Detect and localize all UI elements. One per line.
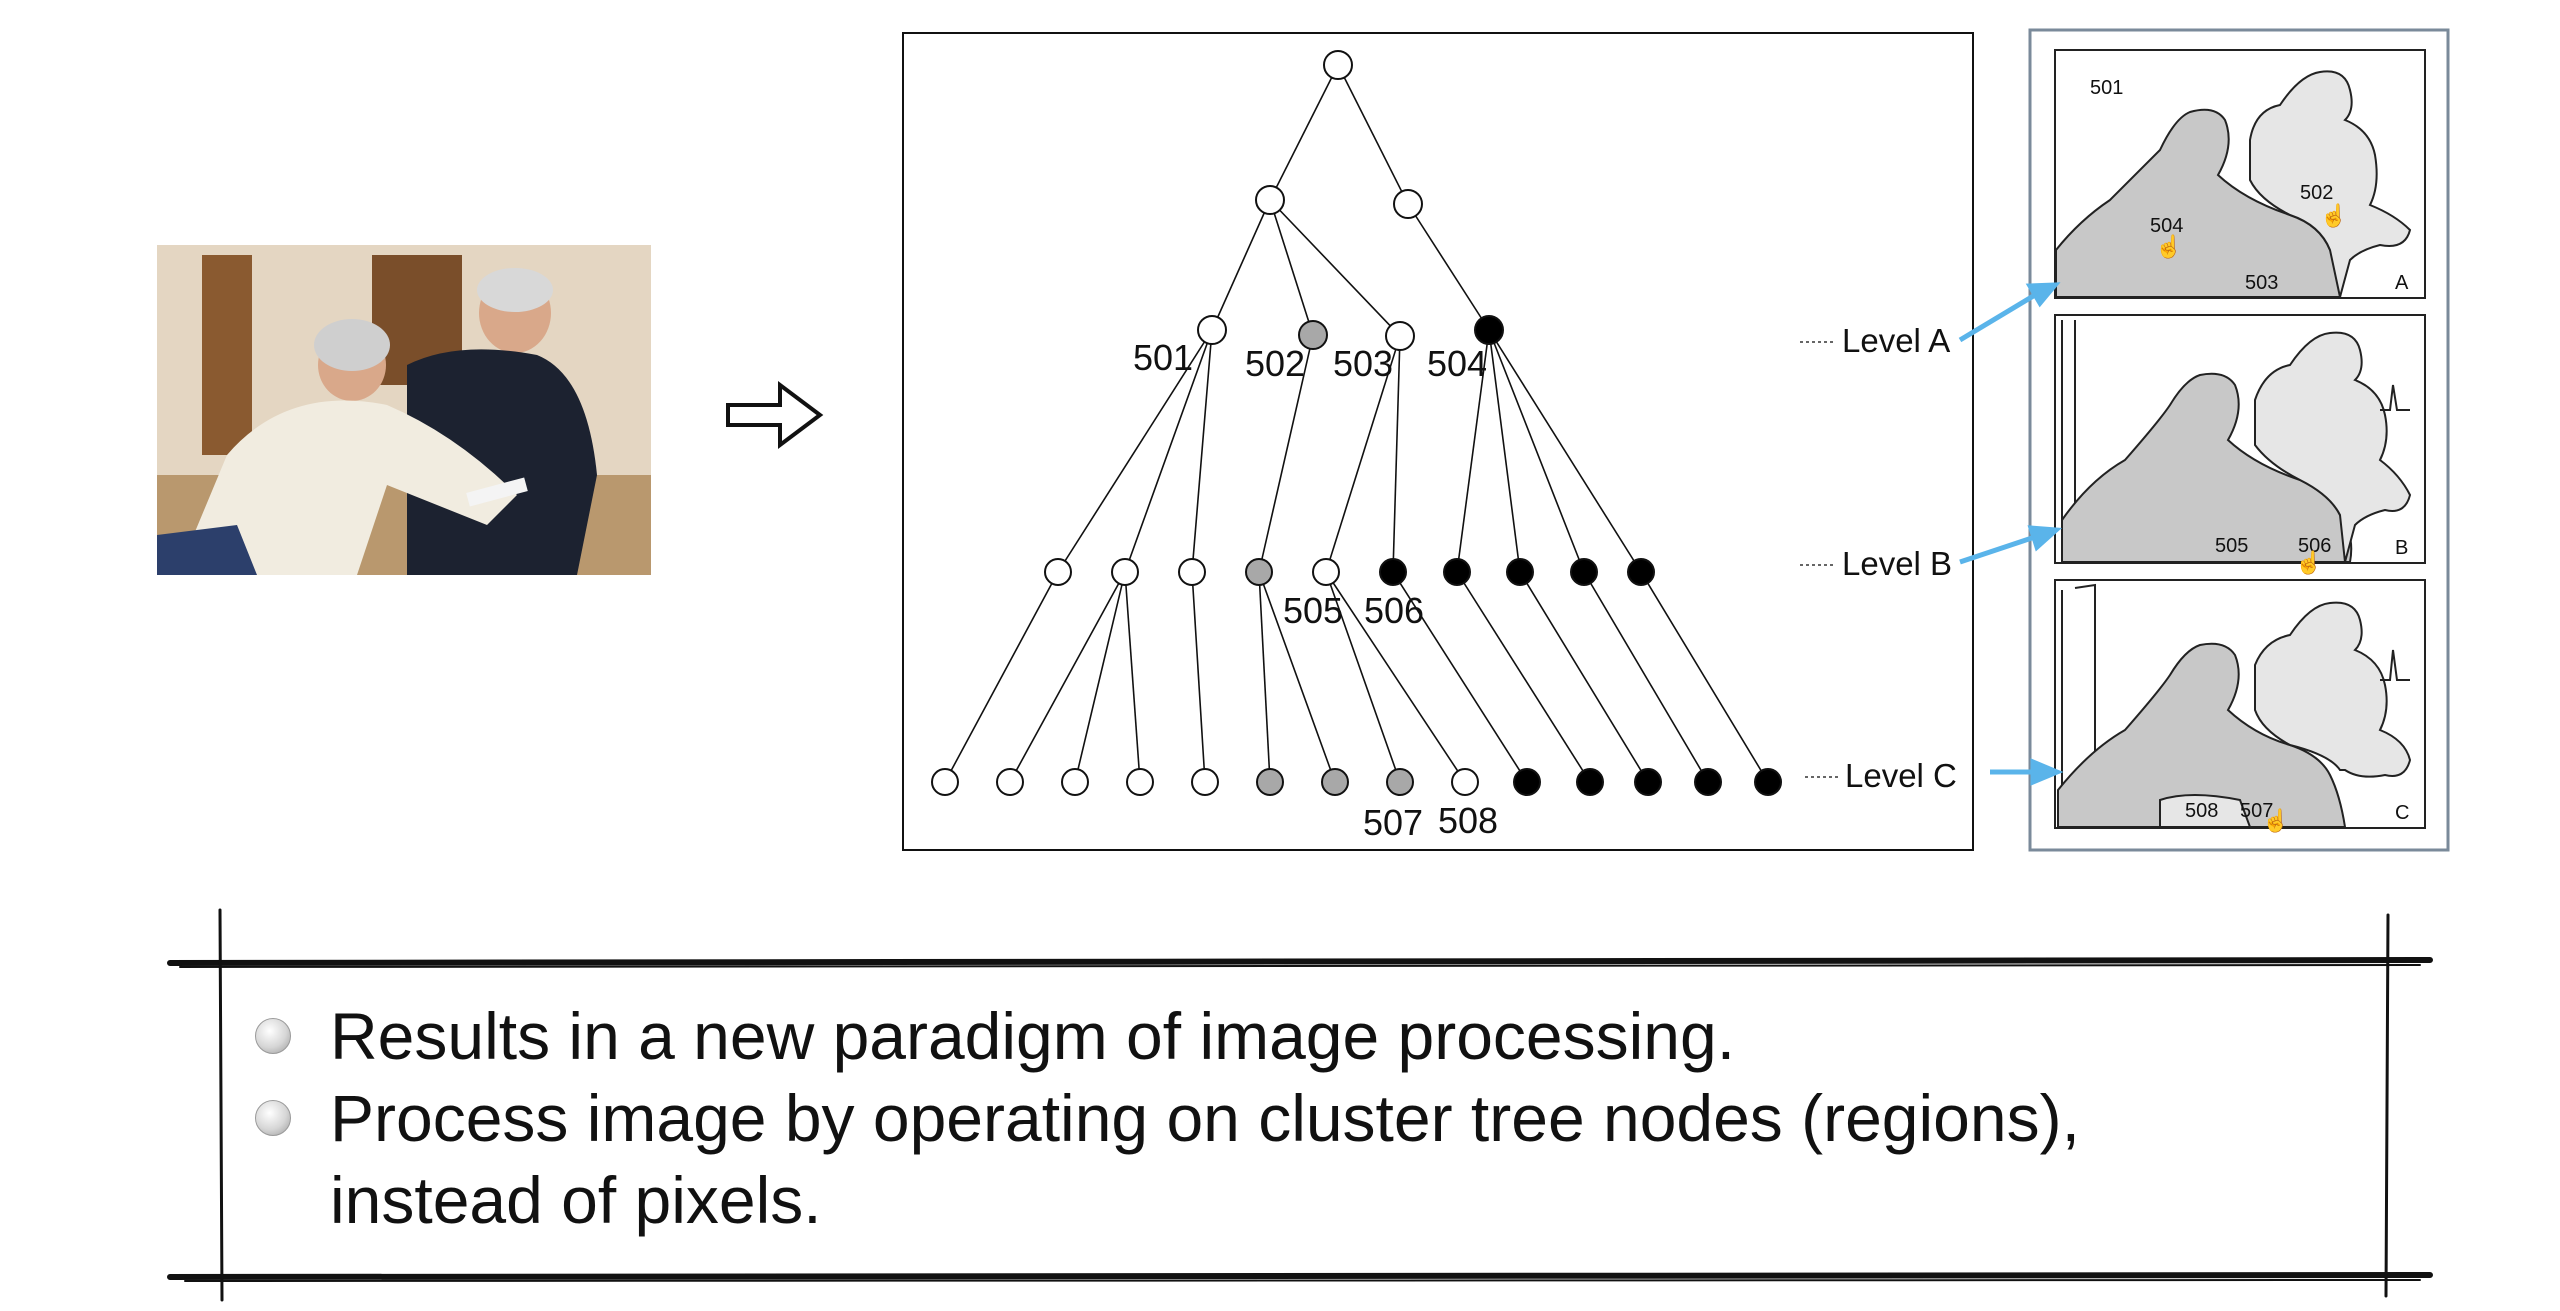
label-502: 502 [1245,343,1306,384]
panel-c [2054,579,2426,829]
label-501: 501 [1133,337,1194,378]
panel-b-corner: B [2395,537,2409,559]
node-501 [1197,315,1227,345]
level-a-label: Level A [1842,322,1951,359]
node-506 [1379,558,1407,586]
panel-b-label-505: 505 [2215,535,2249,557]
label-507: 507 [1363,802,1424,843]
node-508 [1451,768,1479,796]
panel-b [2054,314,2426,564]
panel-a-label-502: 502 [2300,182,2334,204]
text-box-frame [167,908,2433,1302]
panel-a-label-504: 504 [2150,215,2184,237]
label-504: 504 [1427,343,1488,384]
node-505 [1312,558,1340,586]
hand-pointer-icon: ☝ [2320,203,2348,228]
level-leaders [1800,341,1838,778]
panel-a-label-501: 501 [2090,77,2124,99]
panels-frame [2028,28,2450,852]
root-node [1323,50,1353,80]
label-503: 503 [1333,343,1394,384]
panel-c-label-507: 507 [2240,800,2274,822]
hand-pointer-icon: ☝ [2155,234,2183,259]
panel-a [2054,49,2426,299]
bullet-text-1: Results in a new paradigm of image proce… [330,999,1736,1073]
node-502 [1298,320,1328,350]
arrow-right-icon [725,380,825,450]
input-photo [157,245,651,575]
panel-a-label-503: 503 [2245,272,2279,294]
bullet-icon [255,1100,291,1136]
bullet-icon [255,1018,291,1054]
label-508: 508 [1438,800,1499,841]
tree-nodes [931,50,1782,796]
hand-pointer-icon: ☝ [2295,550,2323,575]
node-504 [1474,315,1504,345]
panel-arrows [1958,282,2064,786]
panel-b-label-506: 506 [2298,535,2332,557]
level-b-label: Level B [1842,545,1953,582]
bullet-text-2-line2: instead of pixels. [330,1163,822,1237]
node-507 [1386,768,1414,796]
level-c-label: Level C [1845,757,1957,794]
bullet-text-2-line1: Process image by operating on cluster tr… [330,1081,2080,1155]
hand-pointer-icon: ☝ [2262,808,2290,833]
panel-a-corner: A [2395,272,2409,294]
panel-c-label-508: 508 [2185,800,2219,822]
tree-frame [902,32,1974,851]
label-505: 505 [1283,590,1344,631]
panel-c-corner: C [2395,802,2410,824]
label-506: 506 [1364,590,1425,631]
node-503 [1385,321,1415,351]
tree-edges [944,64,1769,783]
